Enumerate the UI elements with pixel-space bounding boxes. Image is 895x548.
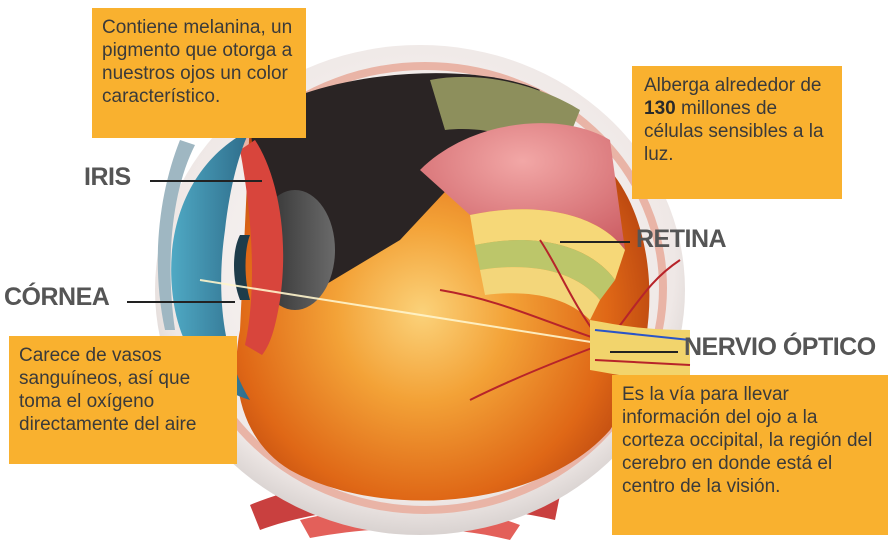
cornea-callout: Carece de vasos sanguíneos, así que toma… xyxy=(9,336,237,464)
optic-nerve-callout-text: Es la vía para llevar información del oj… xyxy=(622,383,878,498)
retina-callout-text: Alberga alrededor de 130 millones de cél… xyxy=(644,74,832,166)
optic-nerve-callout: Es la vía para llevar información del oj… xyxy=(612,375,888,535)
optic-nerve-leader-line xyxy=(610,351,678,353)
iris-callout-text: Contiene melanina, un pigmento que otorg… xyxy=(102,16,296,108)
optic-nerve-label: NERVIO ÓPTICO xyxy=(684,333,876,362)
retina-leader-line xyxy=(560,241,630,243)
retina-callout-prefix: Alberga alrededor de xyxy=(644,75,821,96)
iris-leader-line xyxy=(150,180,262,182)
iris-callout: Contiene melanina, un pigmento que otorg… xyxy=(92,8,306,138)
iris-label: IRIS xyxy=(84,163,131,192)
retina-label: RETINA xyxy=(636,225,726,254)
cornea-leader-line xyxy=(127,301,235,303)
cornea-label: CÓRNEA xyxy=(4,283,109,312)
retina-callout: Alberga alrededor de 130 millones de cél… xyxy=(632,66,842,199)
retina-callout-number: 130 xyxy=(644,98,676,119)
cornea-callout-text: Carece de vasos sanguíneos, así que toma… xyxy=(19,344,227,436)
